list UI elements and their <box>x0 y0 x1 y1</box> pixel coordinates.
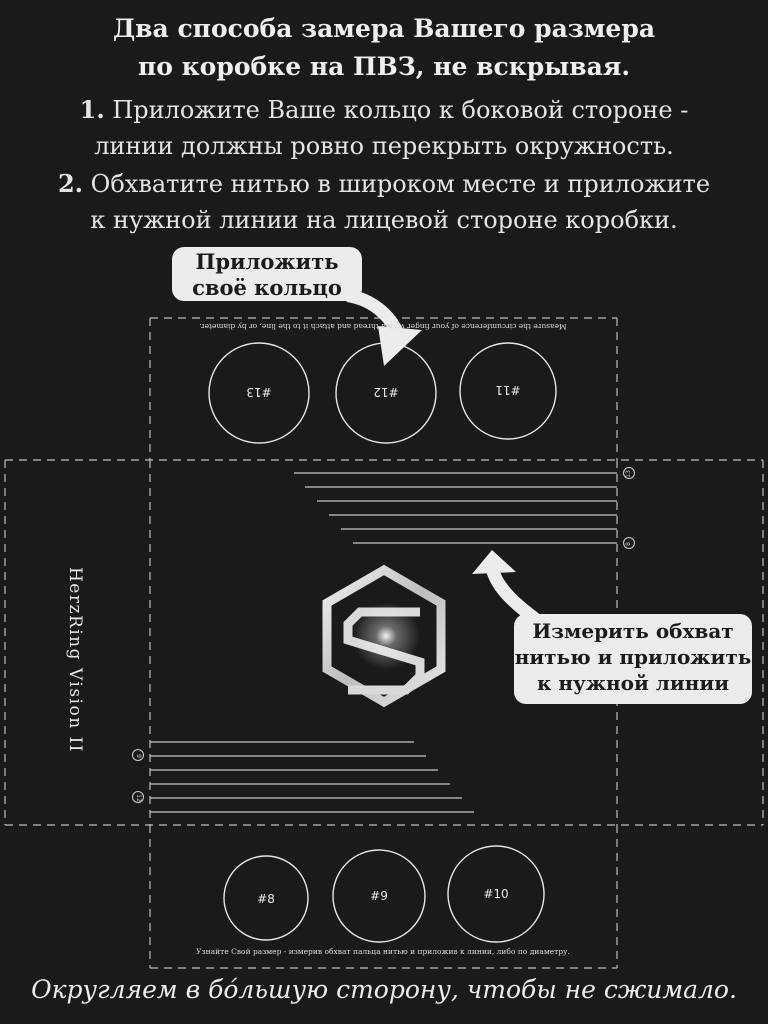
callout-thread-line-2: нитью и приложить <box>514 645 752 669</box>
step-2-line-2: к нужной линии на лицевой стороне коробк… <box>90 206 678 234</box>
step-2: 2. Обхватите нитью в широком месте и при… <box>20 166 748 238</box>
fine-print-bottom: Узнайте Свой размер - измерив обхват пал… <box>196 947 570 956</box>
arrow-to-ring-icon <box>343 289 422 366</box>
ring-label-13: #13 <box>246 385 272 399</box>
bottom-flap-outline <box>149 825 618 969</box>
ring-circle-11 <box>459 342 557 440</box>
arrow-to-line-icon <box>472 550 541 625</box>
step-2-number: 2. <box>57 169 84 198</box>
brand-name-text: HerzRing Vision II <box>65 566 85 754</box>
callout-measure-thread: Измерить обхват нитью и приложить к нужн… <box>514 614 752 704</box>
marker-top-start: 13 <box>623 467 635 479</box>
callout-thread-line-1: Измерить обхват <box>532 619 734 643</box>
ring-label-10: #10 <box>483 887 509 901</box>
step-2-line-1: Обхватите нитью в широком месте и прилож… <box>90 170 711 198</box>
footer-note: Округляем в бóльшую сторону, чтобы не сж… <box>31 975 737 1004</box>
measure-lines-top <box>294 472 617 544</box>
brand-logo-icon <box>322 564 446 708</box>
callout-thread-line-3: к нужной линии <box>536 671 730 695</box>
measure-lines-bottom <box>150 741 474 813</box>
callout-ring-line-1: Приложить <box>195 249 339 274</box>
marker-top-end: 8 <box>623 537 635 549</box>
ring-label-9: #9 <box>370 889 388 903</box>
step-1-line-1: Приложите Ваше кольцо к боковой стороне … <box>112 96 689 124</box>
top-flap-outline <box>149 317 618 460</box>
step-1-line-2: линии должны ровно перекрыть окружность. <box>94 132 674 160</box>
ring-label-12: #12 <box>373 385 399 399</box>
callout-ring-line-2: своё кольцо <box>192 275 342 300</box>
heading-line-1: Два способа замера Вашего размера <box>112 14 656 43</box>
ring-circle-13 <box>208 342 310 444</box>
ring-label-8: #8 <box>257 892 275 906</box>
ring-label-11: #11 <box>495 383 521 397</box>
fine-print-top: Measure the circumference of your finger… <box>199 322 567 331</box>
heading-line-2: по коробке на ПВЗ, не вскрывая. <box>137 52 631 81</box>
marker-bottom-start: 9 <box>132 749 144 761</box>
marker-bottom-end: 12 <box>132 791 144 803</box>
callout-apply-ring: Приложить своё кольцо <box>172 247 362 301</box>
page-heading: Два способа замера Вашего размера по кор… <box>0 10 768 86</box>
step-1: 1. Приложите Ваше кольцо к боковой сторо… <box>20 92 748 164</box>
step-1-number: 1. <box>79 95 105 124</box>
ring-circle-9 <box>332 849 426 943</box>
ring-circle-8 <box>223 855 309 941</box>
ring-circle-10 <box>447 845 545 943</box>
